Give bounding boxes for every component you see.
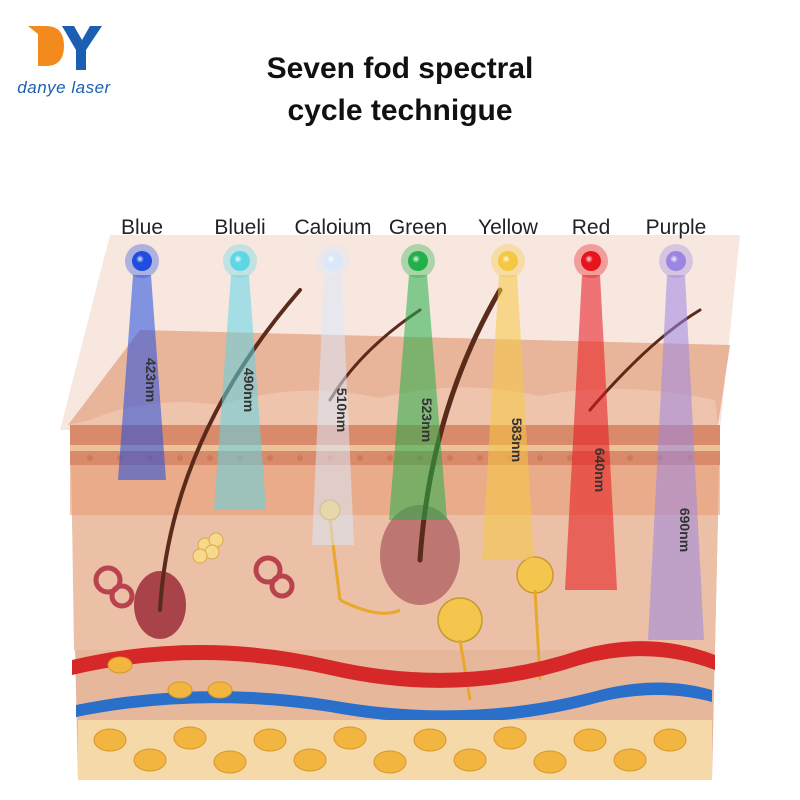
band-label-green: Green xyxy=(389,216,447,239)
logo-text: danye laser xyxy=(17,78,111,97)
sebaceous-gland xyxy=(192,532,224,564)
artery xyxy=(72,641,715,688)
band-label-red: Red xyxy=(572,216,611,239)
band-label-blueli: Blueli xyxy=(214,216,265,239)
node-glow-purple xyxy=(670,255,678,263)
light-beams: Blue 423nm Blueli 490nm Caloium 510nm Green 523… xyxy=(118,216,706,640)
band-label-yellow: Yellow xyxy=(478,216,539,239)
beam-blueli xyxy=(214,275,266,510)
wavelength-label-red: 640nm xyxy=(592,448,608,492)
beam-yellow xyxy=(482,275,534,560)
title-line-2: cycle technigue xyxy=(287,94,513,127)
band-label-caloium: Caloium xyxy=(294,216,371,239)
sweat-gland-1 xyxy=(93,565,135,609)
brand-logo: danye laser xyxy=(4,20,124,110)
fat-cells xyxy=(93,656,687,774)
title-line-1: Seven fod spectral xyxy=(266,52,534,85)
band-label-purple: Purple xyxy=(646,216,707,239)
wavelength-label-yellow: 583nm xyxy=(509,418,525,462)
beam-blue xyxy=(118,275,166,480)
node-glow-green xyxy=(412,255,420,263)
node-glow-caloium xyxy=(327,255,335,263)
vein xyxy=(76,682,712,723)
node-glow-yellow xyxy=(502,255,510,263)
sweat-gland-2 xyxy=(253,555,295,599)
page-title: Seven fod spectral cycle technigue xyxy=(150,48,650,132)
band-label-blue: Blue xyxy=(121,216,163,239)
nerve-fibers xyxy=(328,519,542,701)
wavelength-label-blue: 423nm xyxy=(143,358,159,402)
beam-red xyxy=(565,275,617,590)
wavelength-label-purple: 690nm xyxy=(677,508,693,552)
beam-purple xyxy=(648,275,704,640)
wavelength-label-caloium: 510nm xyxy=(334,388,350,432)
beam-caloium xyxy=(312,275,354,545)
wavelength-label-green: 523nm xyxy=(419,398,435,442)
beam-green xyxy=(389,275,447,520)
node-glow-blue xyxy=(136,255,144,263)
wavelength-label-blueli: 490nm xyxy=(241,368,257,412)
node-glow-blueli xyxy=(234,255,242,263)
logo-mark-icon xyxy=(28,26,102,70)
node-glow-red xyxy=(585,255,593,263)
